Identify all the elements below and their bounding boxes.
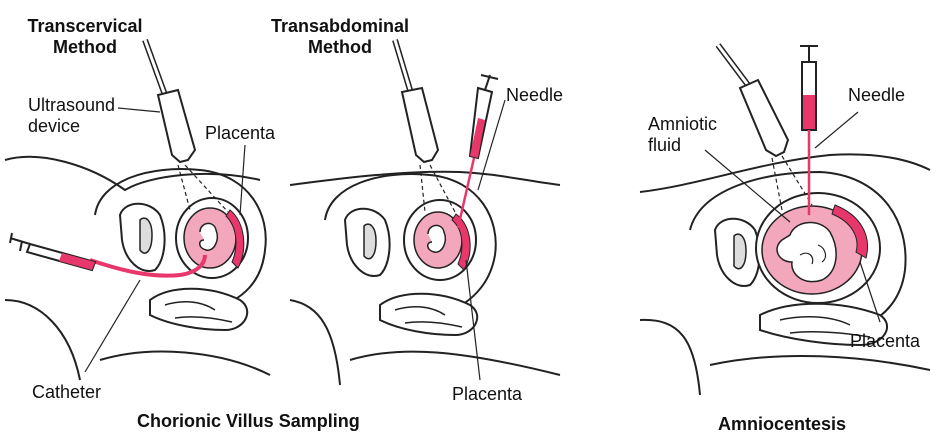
body-outline <box>5 157 260 190</box>
needle-plunger <box>481 75 498 90</box>
leader-placenta-1 <box>240 145 245 215</box>
transabdominal-title-line2: Method <box>255 38 425 57</box>
needle-label-1: Needle <box>506 86 563 105</box>
placenta-label-3: Placenta <box>850 332 920 351</box>
intestine <box>150 289 247 330</box>
leader-ultrasound <box>118 108 160 112</box>
transcervical-title-line1: Transcervical <box>10 17 160 36</box>
bladder <box>364 224 376 259</box>
ultrasound-label-line1: Ultrasound <box>28 96 115 115</box>
placenta-label-1: Placenta <box>205 124 275 143</box>
amniotic-label-line2: fluid <box>648 136 681 155</box>
bladder <box>734 234 746 269</box>
transcervical-title-line2: Method <box>10 38 160 57</box>
panel-transcervical <box>5 40 270 380</box>
ultrasound-cable-inner <box>718 45 748 85</box>
leader-catheter <box>85 280 140 372</box>
ultrasound-probe <box>740 80 788 156</box>
bladder <box>140 218 152 253</box>
catheter-syringe-fill <box>59 253 95 270</box>
needle-syringe-fill <box>803 95 815 129</box>
leader-needle <box>815 112 858 148</box>
needle-label-2: Needle <box>848 86 905 105</box>
placenta-label-2: Placenta <box>452 385 522 404</box>
caption-cvs: Chorionic Villus Sampling <box>137 412 360 431</box>
amniotic-label-line1: Amniotic <box>648 115 717 134</box>
ultrasound-label-line2: device <box>28 117 80 136</box>
catheter-label: Catheter <box>32 383 101 402</box>
intestine <box>380 294 477 335</box>
ultrasound-probe <box>402 88 438 162</box>
caption-amnio: Amniocentesis <box>718 415 846 434</box>
catheter-plunger <box>10 233 30 251</box>
needle-plunger <box>800 46 818 62</box>
transabdominal-title-line1: Transabdominal <box>255 17 425 36</box>
ultrasound-probe <box>158 90 195 162</box>
